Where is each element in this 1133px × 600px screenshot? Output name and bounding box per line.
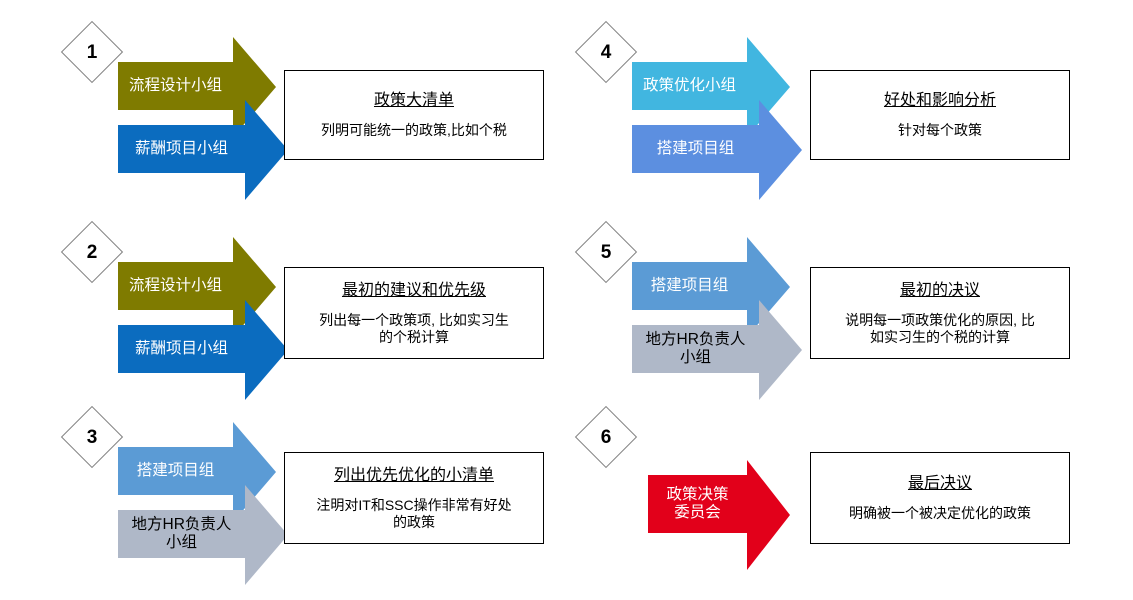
step-number-label: 2 (86, 241, 98, 263)
process-arrow-2-2[interactable] (118, 300, 288, 400)
output-box-3[interactable]: 列出优先优化的小清单注明对IT和SSC操作非常有好处 的政策 (284, 452, 544, 544)
output-body: 列出每一个政策项, 比如实习生 的个税计算 (319, 312, 509, 345)
output-box-2[interactable]: 最初的建议和优先级列出每一个政策项, 比如实习生 的个税计算 (284, 267, 544, 359)
process-arrow-1-2[interactable] (118, 100, 288, 200)
output-title: 好处和影响分析 (883, 92, 996, 110)
output-body: 列明可能统一的政策,比如个税 (321, 122, 507, 139)
process-arrow-3-1[interactable] (118, 422, 276, 522)
output-title: 最初的决议 (899, 282, 980, 300)
process-arrow-6-1[interactable] (648, 460, 790, 570)
step-number-label: 6 (600, 426, 612, 448)
output-body: 注明对IT和SSC操作非常有好处 的政策 (316, 497, 512, 530)
step-number-badge-4: 4 (574, 20, 638, 84)
arrow-shape (632, 237, 790, 337)
output-body: 说明每一项政策优化的原因, 比 如实习生的个税的计算 (845, 312, 1035, 345)
arrow-shape (118, 100, 288, 200)
step-number-label: 1 (86, 41, 98, 63)
step-number-badge-3: 3 (60, 405, 124, 469)
step-number-label: 3 (86, 426, 98, 448)
step-number-label: 4 (600, 41, 612, 63)
step-number-badge-5: 5 (574, 220, 638, 284)
arrow-shape (632, 300, 802, 400)
arrow-shape (118, 237, 276, 337)
arrow-shape (632, 37, 790, 137)
output-body: 明确被一个被决定优化的政策 (849, 505, 1031, 522)
process-arrow-5-2[interactable] (632, 300, 802, 400)
process-arrow-3-2[interactable] (118, 485, 288, 585)
output-box-4[interactable]: 好处和影响分析针对每个政策 (810, 70, 1070, 160)
step-number-badge-6: 6 (574, 405, 638, 469)
output-title: 最初的建议和优先级 (341, 282, 486, 300)
output-body: 针对每个政策 (898, 122, 982, 139)
output-box-6[interactable]: 最后决议明确被一个被决定优化的政策 (810, 452, 1070, 544)
step-number-badge-2: 2 (60, 220, 124, 284)
step-number-label: 5 (600, 241, 612, 263)
process-arrow-5-1[interactable] (632, 237, 790, 337)
process-arrow-1-1[interactable] (118, 37, 276, 137)
output-title: 列出优先优化的小清单 (333, 467, 494, 485)
output-title: 政策大清单 (373, 92, 454, 110)
step-number-badge-1: 1 (60, 20, 124, 84)
arrow-shape (632, 100, 802, 200)
arrow-shape (648, 460, 790, 570)
output-box-1[interactable]: 政策大清单列明可能统一的政策,比如个税 (284, 70, 544, 160)
arrow-shape (118, 422, 276, 522)
arrow-shape (118, 37, 276, 137)
process-arrow-2-1[interactable] (118, 237, 276, 337)
process-arrow-4-2[interactable] (632, 100, 802, 200)
output-box-5[interactable]: 最初的决议说明每一项政策优化的原因, 比 如实习生的个税的计算 (810, 267, 1070, 359)
arrow-shape (118, 485, 288, 585)
output-title: 最后决议 (907, 475, 972, 493)
process-arrow-4-1[interactable] (632, 37, 790, 137)
arrow-shape (118, 300, 288, 400)
